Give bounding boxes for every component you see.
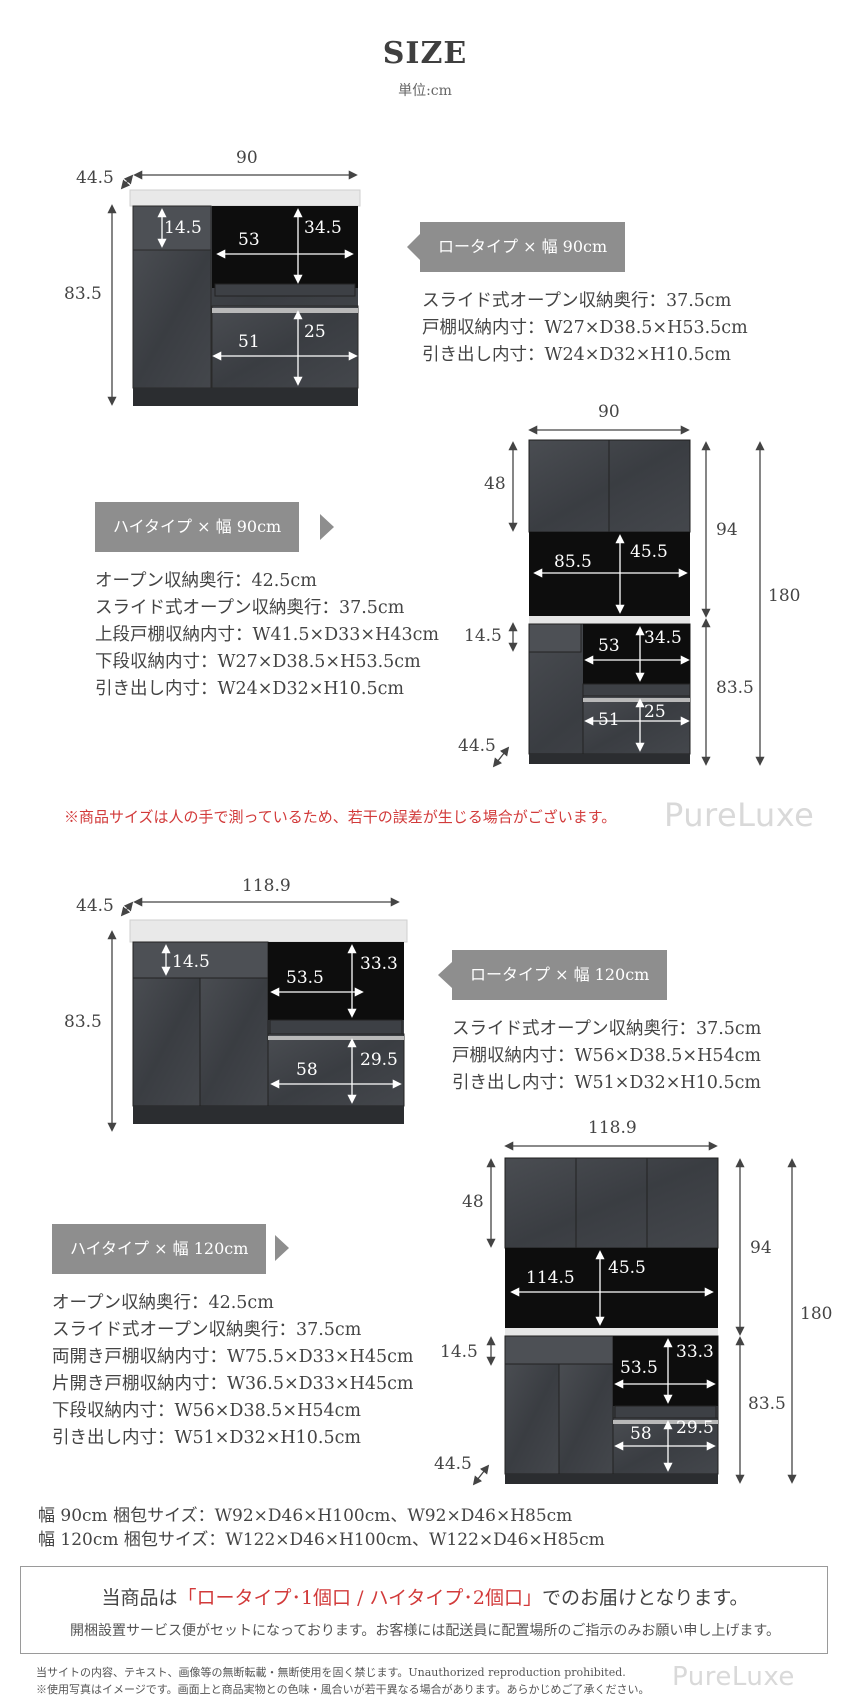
spec-line: オープン収納奥行：42.5cm <box>95 571 317 591</box>
low90-door-h: 25 <box>304 322 326 342</box>
footer-fineprint: 当サイトの内容、テキスト、画像等の無断転載・無断使用を固く禁じます。Unauth… <box>36 1664 649 1698</box>
high90-drawer-h: 14.5 <box>464 626 502 646</box>
low90-specs: スライド式オープン収納奥行：37.5cm 戸棚収納内寸：W27×D38.5×H5… <box>422 288 748 369</box>
low90-open-w: 53 <box>238 230 260 250</box>
high90-depth: 44.5 <box>458 736 496 756</box>
high120-drawer-h: 14.5 <box>440 1342 478 1362</box>
high120-door-h: 29.5 <box>676 1418 714 1438</box>
spec-line: スライド式オープン収納奥行：37.5cm <box>422 291 732 311</box>
high90-open-h: 45.5 <box>630 542 668 562</box>
high120-width: 118.9 <box>588 1118 637 1138</box>
spec-line: 引き出し内寸：W24×D32×H10.5cm <box>95 679 405 699</box>
spec-line: 下段収納内寸：W27×D38.5×H53.5cm <box>95 652 421 672</box>
low90-drawer-h: 14.5 <box>164 218 202 238</box>
spec-line: 引き出し内寸：W51×D32×H10.5cm <box>452 1073 762 1093</box>
low120-open-w: 53.5 <box>286 968 324 988</box>
low120-depth: 44.5 <box>76 896 114 916</box>
high120-open-h: 45.5 <box>608 1258 646 1278</box>
high90-slide-w: 53 <box>598 636 620 656</box>
low90-door-w: 51 <box>238 332 260 352</box>
high120-mid-h: 94 <box>750 1238 772 1258</box>
low120-cabinet <box>129 919 408 1124</box>
high120-total-h: 180 <box>800 1304 833 1324</box>
packing-line: 幅 90cm 梱包サイズ：W92×D46×H100cm、W92×D46×H85c… <box>38 1506 573 1526</box>
spec-line: 引き出し内寸：W51×D32×H10.5cm <box>52 1428 362 1448</box>
delivery-pre: 当商品は <box>101 1587 178 1609</box>
high90-low-h: 83.5 <box>716 678 754 698</box>
low120-label-tip <box>438 962 452 975</box>
high90-width: 90 <box>598 402 620 422</box>
high120-label-tip <box>275 1235 289 1248</box>
low120-open-h: 33.3 <box>360 954 398 974</box>
high120-open-w: 114.5 <box>526 1268 575 1288</box>
high120-specs: オープン収納奥行：42.5cm スライド式オープン収納奥行：37.5cm 両開き… <box>52 1290 414 1452</box>
high90-label: ハイタイプ × 幅 90cm <box>95 502 300 552</box>
delivery-notice: 当商品は「ロータイプ･1個口 / ハイタイプ･2個口」でのお届けとなります。 開… <box>20 1566 828 1654</box>
high90-specs: オープン収納奥行：42.5cm スライド式オープン収納奥行：37.5cm 上段戸… <box>95 568 439 703</box>
high90-upper-h: 48 <box>484 474 506 494</box>
spec-line: 戸棚収納内寸：W27×D38.5×H53.5cm <box>422 318 748 338</box>
brand-watermark: PureLuxe <box>664 796 815 834</box>
high90-open-w: 85.5 <box>554 552 592 572</box>
brand-watermark-footer: PureLuxe <box>672 1662 795 1692</box>
delivery-main-text: 当商品は「ロータイプ･1個口 / ハイタイプ･2個口」でのお届けとなります。 <box>21 1583 829 1610</box>
high120-upper-h: 48 <box>462 1192 484 1212</box>
spec-line: 片開き戸棚収納内寸：W36.5×D33×H45cm <box>52 1374 414 1394</box>
spec-line: 下段収納内寸：W56×D38.5×H54cm <box>52 1401 362 1421</box>
measurement-note: ※商品サイズは人の手で測っているため、若干の誤差が生じる場合がございます。 <box>64 808 617 826</box>
low90-height: 83.5 <box>64 284 102 304</box>
low90-label: ロータイプ × 幅 90cm <box>420 222 626 272</box>
delivery-sub-text: 開梱設置サービス便がセットになっております。お客様には配送員に配置場所のご指示の… <box>69 1623 781 1639</box>
high90-door-h: 25 <box>644 702 666 722</box>
high120-low-h: 83.5 <box>748 1394 786 1414</box>
high120-label: ハイタイプ × 幅 120cm <box>52 1224 267 1274</box>
high90-door-w: 51 <box>598 710 620 730</box>
delivery-post: でのお届けとなります。 <box>542 1587 749 1609</box>
spec-line: 戸棚収納内寸：W56×D38.5×H54cm <box>452 1046 762 1066</box>
low120-width: 118.9 <box>242 876 291 896</box>
high120-slide-w: 53.5 <box>620 1358 658 1378</box>
low120-door-w: 58 <box>296 1060 318 1080</box>
page-title: SIZE <box>382 36 468 71</box>
high90-total-h: 180 <box>768 586 801 606</box>
high120-slide-h: 33.3 <box>676 1342 714 1362</box>
delivery-highlight: 「ロータイプ･1個口 / ハイタイプ･2個口」 <box>177 1587 542 1609</box>
footer-line: ※使用写真はイメージです。画面上と商品実物との色味・風合いが若干異なる場合があり… <box>36 1683 650 1696</box>
low90-depth: 44.5 <box>76 168 114 188</box>
low120-label: ロータイプ × 幅 120cm <box>452 950 668 1000</box>
low120-specs: スライド式オープン収納奥行：37.5cm 戸棚収納内寸：W56×D38.5×H5… <box>452 1016 761 1097</box>
high120-depth: 44.5 <box>434 1454 472 1474</box>
spec-line: スライド式オープン収納奥行：37.5cm <box>95 598 405 618</box>
low90-label-tip <box>407 234 420 247</box>
spec-line: 引き出し内寸：W24×D32×H10.5cm <box>422 345 732 365</box>
spec-line: オープン収納奥行：42.5cm <box>52 1293 274 1313</box>
footer-line: 当サイトの内容、テキスト、画像等の無断転載・無断使用を固く禁じます。Unauth… <box>36 1666 626 1679</box>
unit-label: 単位:cm <box>398 83 452 99</box>
low120-height: 83.5 <box>64 1012 102 1032</box>
high90-slide-h: 34.5 <box>644 628 682 648</box>
low90-width: 90 <box>236 148 258 168</box>
low90-cabinet <box>129 189 361 406</box>
spec-line: スライド式オープン収納奥行：37.5cm <box>452 1019 762 1039</box>
spec-line: 上段戸棚収納内寸：W41.5×D33×H43cm <box>95 625 440 645</box>
low120-drawer-h: 14.5 <box>172 952 210 972</box>
high90-mid-h: 94 <box>716 520 738 540</box>
spec-line: 両開き戸棚収納内寸：W75.5×D33×H45cm <box>52 1347 414 1367</box>
packing-line: 幅 120cm 梱包サイズ：W122×D46×H100cm、W122×D46×H… <box>38 1530 605 1550</box>
low120-door-h: 29.5 <box>360 1050 398 1070</box>
low90-open-h: 34.5 <box>304 218 342 238</box>
packing-sizes: 幅 90cm 梱包サイズ：W92×D46×H100cm、W92×D46×H85c… <box>38 1504 605 1552</box>
high120-door-w: 58 <box>630 1424 652 1444</box>
spec-line: スライド式オープン収納奥行：37.5cm <box>52 1320 362 1340</box>
high90-label-tip <box>320 514 334 527</box>
